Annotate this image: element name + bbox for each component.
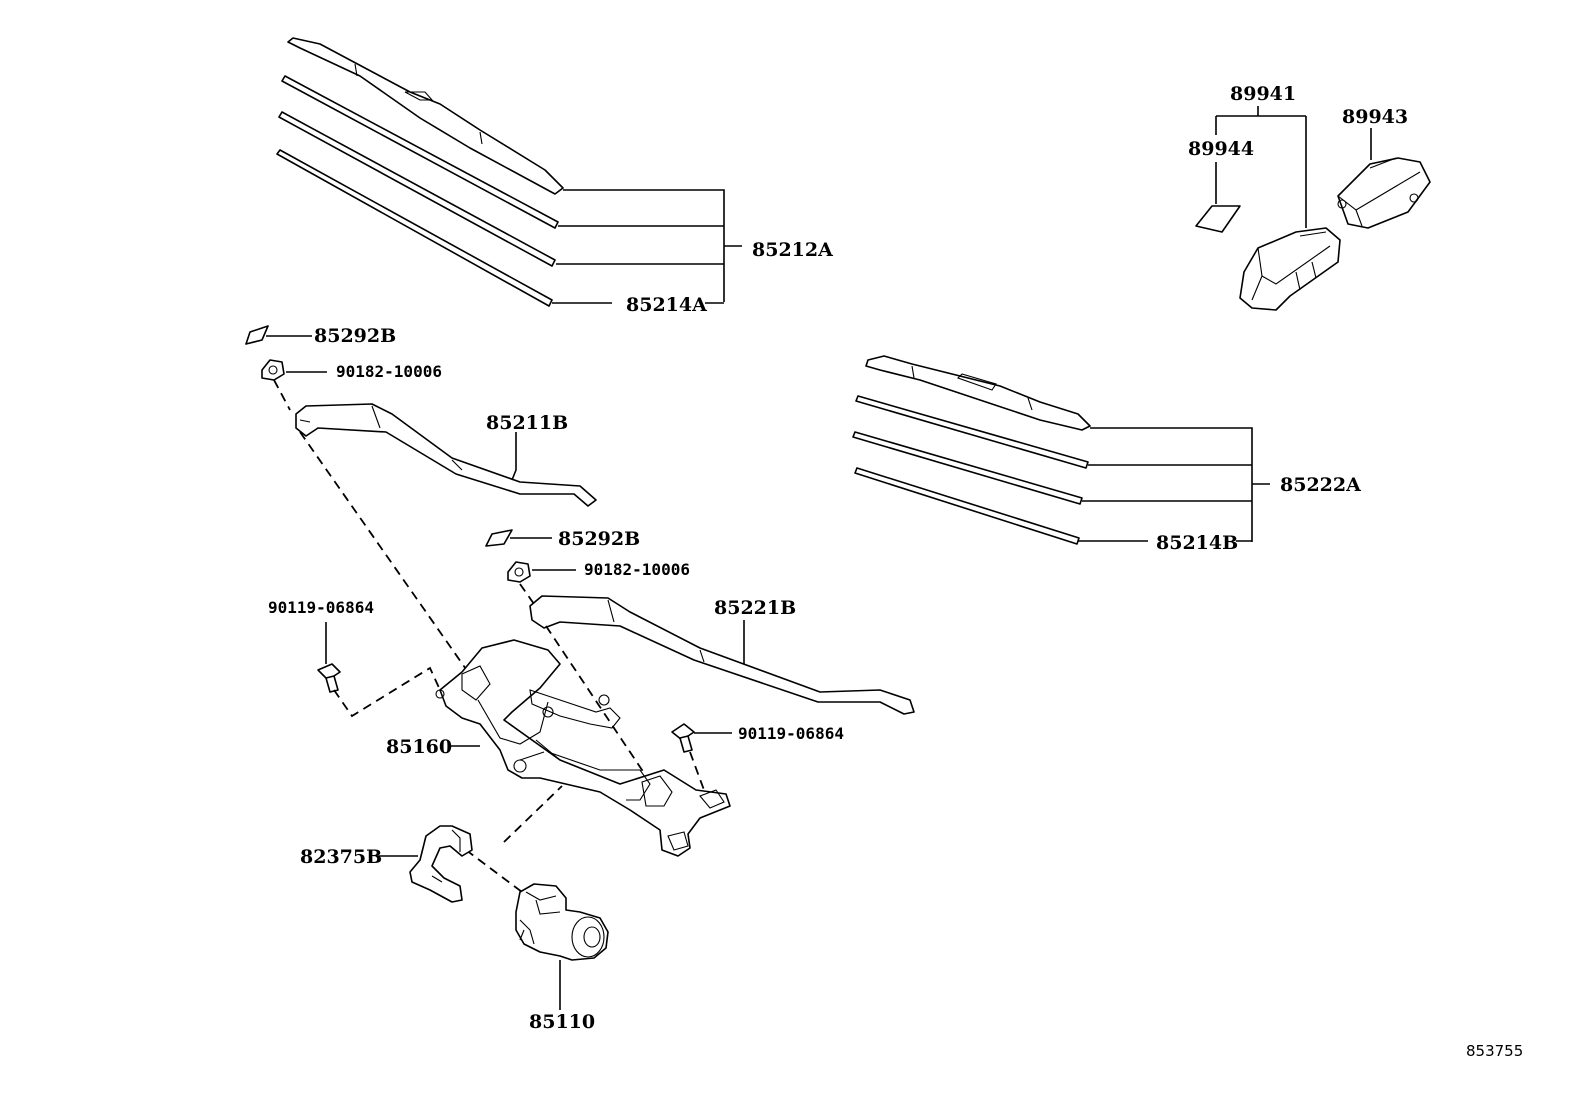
right-wiper-blade-assembly[interactable] [852, 355, 1091, 545]
nut-90182-right[interactable] [507, 561, 531, 583]
label-90182-right: 90182-10006 [584, 560, 690, 579]
label-85211B: 85211B [486, 412, 568, 434]
label-85292B-left: 85292B [314, 325, 396, 347]
left-wiper-blade-assembly[interactable] [276, 37, 564, 307]
bolt-90119-right[interactable] [671, 723, 695, 753]
label-85214A: 85214A [626, 294, 707, 316]
label-85160: 85160 [386, 736, 452, 758]
label-89944: 89944 [1188, 138, 1254, 160]
bolt-90119-left[interactable] [317, 663, 341, 693]
assembly-dashed-lines [273, 379, 705, 899]
leader-85222A [1078, 427, 1270, 542]
cap-89943[interactable] [1337, 157, 1431, 229]
connector-89941[interactable] [1239, 227, 1341, 311]
label-90182-left: 90182-10006 [336, 362, 442, 381]
leader-89941 [1215, 106, 1372, 228]
cap-85292B-right[interactable] [485, 529, 513, 547]
wiper-arm-85221B[interactable] [529, 595, 915, 715]
wiper-motor-85110[interactable] [515, 883, 609, 961]
label-85222A: 85222A [1280, 474, 1361, 496]
leader-85211B [511, 432, 517, 481]
label-89943: 89943 [1342, 106, 1408, 128]
diagram-id: 853755 [1466, 1042, 1523, 1060]
nut-90182-left[interactable] [261, 359, 285, 381]
label-85110: 85110 [529, 1011, 595, 1033]
label-90119-left: 90119-06864 [268, 598, 374, 617]
label-sticker-89944[interactable] [1195, 205, 1241, 233]
label-85212A: 85212A [752, 239, 833, 261]
cap-85292B-left[interactable] [245, 325, 269, 345]
label-85214B: 85214B [1156, 532, 1238, 554]
label-90119-right: 90119-06864 [738, 724, 844, 743]
leader-85212A [552, 189, 742, 304]
label-89941: 89941 [1230, 83, 1296, 105]
label-85292B-right: 85292B [558, 528, 640, 550]
label-85221B: 85221B [714, 597, 796, 619]
wiper-arm-85211B[interactable] [295, 403, 597, 507]
wire-harness-82375B[interactable] [409, 825, 473, 903]
label-82375B: 82375B [300, 846, 382, 868]
wiper-linkage-85160[interactable] [435, 639, 731, 857]
